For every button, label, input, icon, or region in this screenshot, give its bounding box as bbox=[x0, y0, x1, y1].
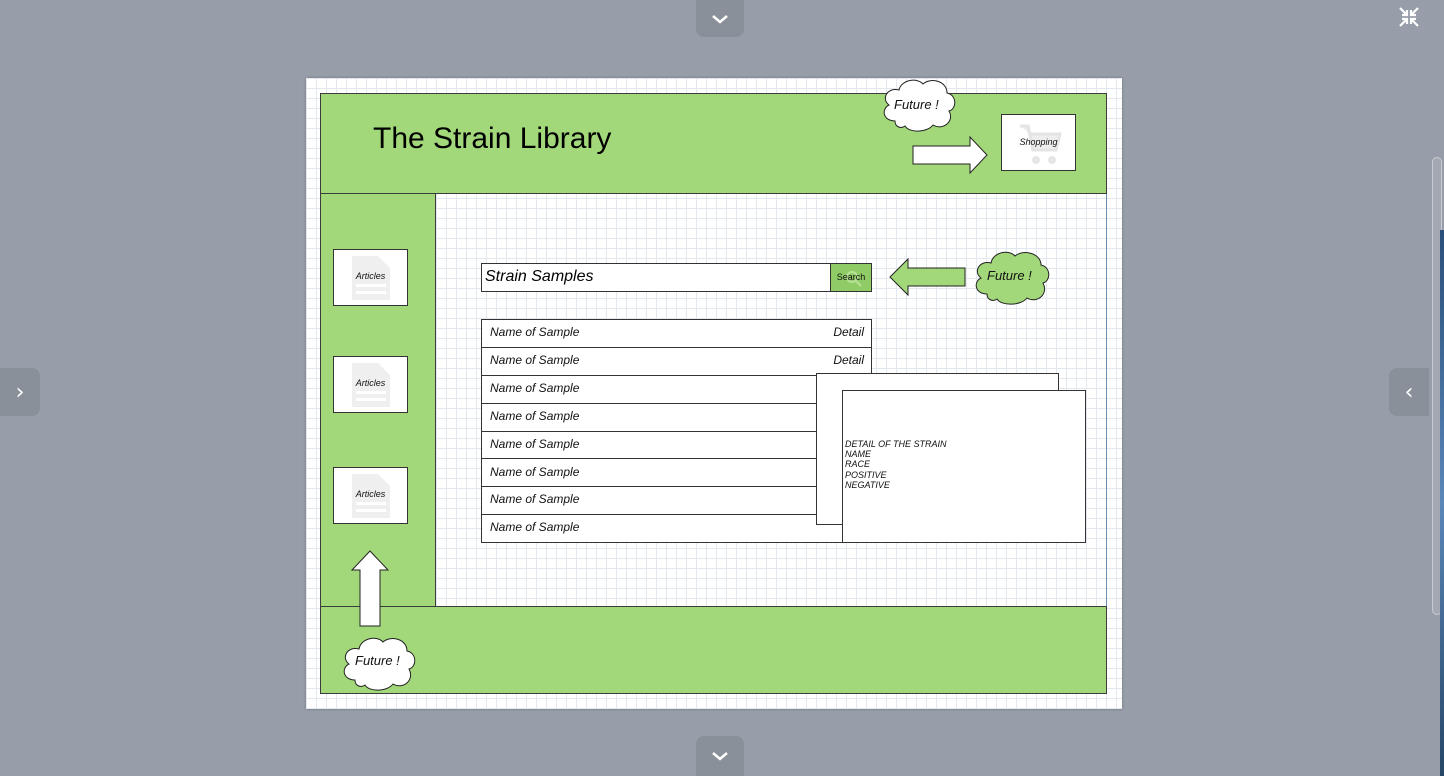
sample-detail-link[interactable]: Detail bbox=[833, 325, 864, 339]
previous-slide-button[interactable]: › bbox=[0, 368, 40, 416]
arrow-right-shape bbox=[912, 136, 988, 175]
magnifier-icon bbox=[846, 271, 862, 287]
sidebar-item-label: Articles bbox=[355, 271, 386, 281]
future-note-header: Future ! bbox=[894, 97, 939, 112]
sample-name: Name of Sample bbox=[490, 436, 580, 451]
detail-card: DETAIL OF THE STRAIN NAME RACE POSITIVE … bbox=[842, 390, 1086, 543]
sample-name: Name of Sample bbox=[490, 380, 580, 395]
sample-name: Name of Sample bbox=[490, 520, 580, 535]
next-slide-button[interactable]: ‹ bbox=[1389, 368, 1429, 416]
shopping-label: Shopping bbox=[1019, 137, 1058, 147]
list-item[interactable]: Name of Sample Detail bbox=[482, 320, 871, 348]
sample-name: Name of Sample bbox=[490, 352, 580, 367]
sidebar-item-label: Articles bbox=[355, 489, 386, 499]
search-button[interactable]: Search bbox=[830, 263, 872, 292]
chevron-down-icon bbox=[712, 752, 728, 761]
collapse-bottom-button[interactable] bbox=[696, 736, 744, 776]
search-input[interactable]: Strain Samples bbox=[481, 263, 831, 292]
background-edge bbox=[1440, 230, 1444, 776]
exit-fullscreen-button[interactable] bbox=[1398, 6, 1420, 28]
document-icon bbox=[352, 474, 390, 518]
detail-field-name: NAME bbox=[845, 449, 872, 460]
document-icon bbox=[352, 363, 390, 407]
sample-list: Name of Sample Detail Name of Sample Det… bbox=[481, 319, 872, 543]
sample-name: Name of Sample bbox=[490, 492, 580, 507]
sample-name: Name of Sample bbox=[490, 325, 580, 339]
list-item[interactable]: Name of Sample bbox=[482, 432, 871, 460]
detail-heading: DETAIL OF THE STRAIN bbox=[845, 439, 947, 449]
chevron-left-icon: ‹ bbox=[1404, 379, 1414, 405]
future-cloud-header bbox=[883, 79, 956, 132]
list-item[interactable]: Name of Sample bbox=[482, 404, 871, 432]
list-item[interactable]: Name of Sample bbox=[482, 487, 871, 516]
collapse-top-button[interactable] bbox=[696, 0, 744, 37]
list-item[interactable]: Name of Sample bbox=[482, 376, 871, 404]
sidebar-item-articles-3[interactable]: Articles bbox=[333, 467, 408, 524]
arrow-left-shape bbox=[889, 257, 966, 297]
arrow-up-shape bbox=[350, 550, 390, 627]
sample-name: Name of Sample bbox=[490, 464, 580, 479]
chevron-down-icon bbox=[712, 14, 728, 24]
detail-field-negative: NEGATIVE bbox=[845, 479, 890, 490]
sidebar-item-label: Articles bbox=[355, 378, 386, 388]
exit-fullscreen-icon bbox=[1399, 7, 1419, 27]
document-icon bbox=[352, 256, 390, 300]
detail-field-race: RACE bbox=[845, 459, 871, 470]
detail-card-text: DETAIL OF THE STRAIN NAME RACE POSITIVE … bbox=[845, 439, 947, 490]
list-item[interactable]: Name of Sample bbox=[482, 460, 871, 488]
shopping-button[interactable]: Shopping bbox=[1001, 114, 1076, 171]
sample-detail-link[interactable]: Detail bbox=[833, 352, 864, 367]
sidebar-item-articles-1[interactable]: Articles bbox=[333, 249, 408, 306]
search-button-label: Search bbox=[836, 272, 866, 282]
page-title: The Strain Library bbox=[373, 122, 612, 155]
list-item[interactable]: Name of Sample D bbox=[482, 515, 871, 543]
future-cloud-footer bbox=[343, 637, 416, 691]
future-note-search: Future ! bbox=[987, 268, 1032, 283]
shopping-cart-icon bbox=[1020, 124, 1062, 164]
future-cloud-search bbox=[975, 251, 1050, 305]
detail-field-positive: POSITIVE bbox=[845, 469, 887, 480]
list-item[interactable]: Name of Sample Detail bbox=[482, 348, 871, 376]
sidebar-item-articles-2[interactable]: Articles bbox=[333, 356, 408, 413]
future-note-footer: Future ! bbox=[355, 653, 400, 668]
chevron-right-icon: › bbox=[15, 379, 25, 405]
footer-bar bbox=[320, 606, 1107, 694]
sample-name: Name of Sample bbox=[490, 408, 580, 423]
